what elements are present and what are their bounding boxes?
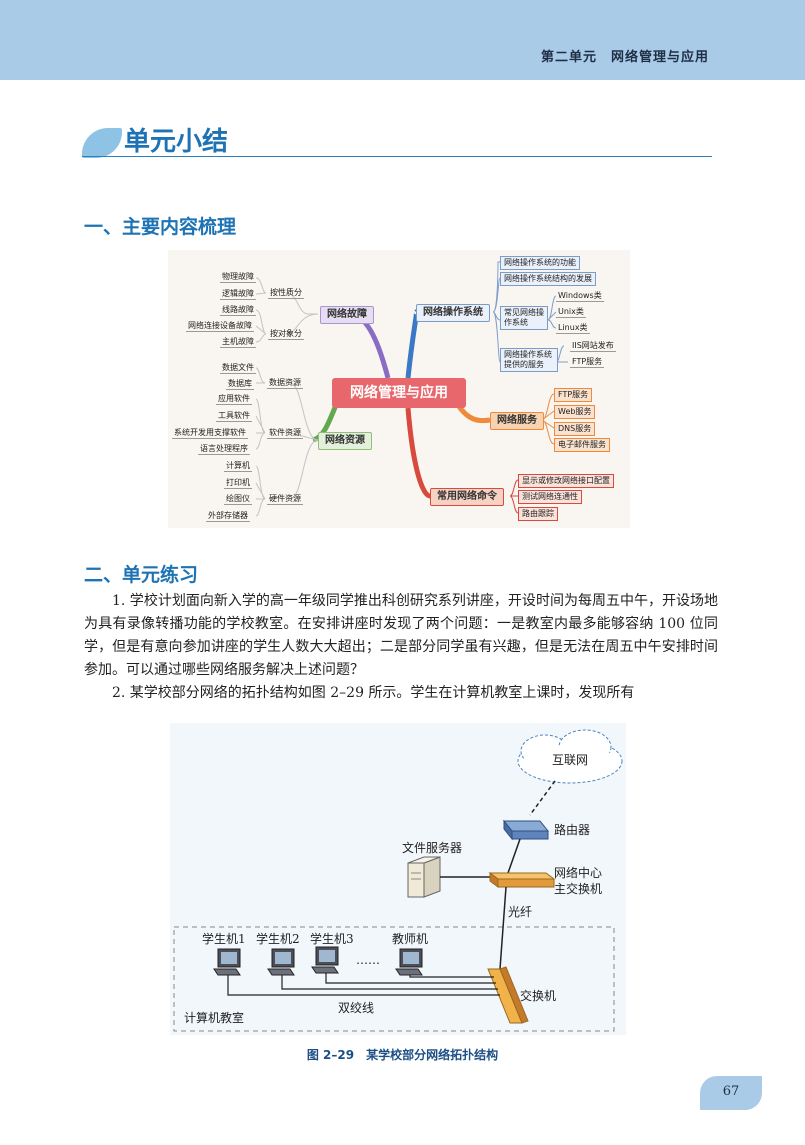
leaf-logical-fault: 逻辑故障 bbox=[220, 289, 256, 300]
leaf-linux: Linux类 bbox=[556, 323, 590, 334]
label-file-server: 文件服务器 bbox=[402, 841, 463, 855]
leaf-web-service: Web服务 bbox=[554, 405, 596, 419]
node-software-resource: 软件资源 bbox=[267, 428, 303, 439]
node-data-resource: 数据资源 bbox=[267, 378, 303, 389]
header-title: 第二单元 网络管理与应用 bbox=[540, 50, 709, 65]
label-teacher: 教师机 bbox=[392, 932, 429, 946]
leaf-dev-support-software: 系统开发用支撑软件 bbox=[172, 428, 248, 439]
node-network-commands: 常用网络命令 bbox=[430, 488, 504, 506]
unit-title: 单元小结 bbox=[124, 127, 229, 157]
leaf-plotter: 绘图仪 bbox=[224, 494, 252, 505]
leaf-ftp-service: FTP服务 bbox=[554, 388, 593, 402]
mind-map-center: 网络管理与应用 bbox=[332, 378, 466, 408]
exercise-1: 1. 学校计划面向新入学的高一年级同学推出科创研究系列讲座，开设时间为每周五中午… bbox=[84, 593, 718, 678]
pc-icon-teacher bbox=[395, 948, 423, 976]
leaf-physical-fault: 物理故障 bbox=[220, 272, 256, 283]
node-network-resource: 网络资源 bbox=[318, 432, 372, 450]
node-common-os: 常见网络操作系统 bbox=[500, 306, 548, 330]
topology-drawing bbox=[173, 729, 623, 1032]
node-by-object: 按对象分 bbox=[268, 329, 304, 340]
exercise-2: 2. 某学校部分网络的拓扑结构如图 2–29 所示。学生在计算机教室上课时，发现… bbox=[112, 685, 635, 701]
leaf-ipconfig: 显示或修改网络接口配置 bbox=[518, 474, 614, 488]
node-os-structure: 网络操作系统结构的发展 bbox=[500, 272, 596, 286]
page-header: 第二单元 网络管理与应用 bbox=[0, 0, 805, 80]
label-student-2: 学生机2 bbox=[256, 932, 300, 946]
leaf-database: 数据库 bbox=[226, 379, 254, 390]
node-network-fault: 网络故障 bbox=[320, 306, 374, 324]
leaf-tracert: 路由跟踪 bbox=[518, 507, 558, 521]
leaf-language-processor: 语言处理程序 bbox=[198, 444, 250, 455]
page-number-badge bbox=[700, 1076, 762, 1110]
switch-icon bbox=[487, 966, 529, 1024]
label-student-3: 学生机3 bbox=[310, 932, 354, 946]
section-heading-exercises: 二、单元练习 bbox=[84, 564, 199, 586]
label-student-1: 学生机1 bbox=[202, 932, 246, 946]
leaf-external-storage: 外部存储器 bbox=[206, 511, 250, 522]
leaf-dns-service: DNS服务 bbox=[554, 422, 596, 436]
leaf-iis: IIS网站发布 bbox=[570, 341, 616, 352]
mind-map: 网络管理与应用 网络故障 按性质分 按对象分 物理故障 逻辑故障 线路故障 网络… bbox=[168, 250, 630, 528]
leaf-line-fault: 线路故障 bbox=[220, 305, 256, 316]
node-by-nature: 按性质分 bbox=[268, 288, 304, 299]
core-switch-icon bbox=[488, 872, 556, 888]
label-twisted-pair: 双绞线 bbox=[338, 1001, 375, 1015]
pc-icon-3 bbox=[311, 946, 339, 974]
label-ellipsis: …… bbox=[356, 953, 380, 967]
leaf-os-ftp: FTP服务 bbox=[570, 357, 605, 368]
leaf-windows: Windows类 bbox=[556, 291, 604, 302]
leaf-computer: 计算机 bbox=[224, 461, 252, 472]
leaf-device-fault: 网络连接设备故障 bbox=[186, 321, 254, 332]
router-icon bbox=[502, 819, 550, 841]
node-network-service: 网络服务 bbox=[490, 412, 544, 430]
section-heading-summary: 一、主要内容梳理 bbox=[84, 216, 237, 238]
leaf-host-fault: 主机故障 bbox=[220, 337, 256, 348]
node-network-os: 网络操作系统 bbox=[416, 304, 490, 322]
leaf-printer: 打印机 bbox=[224, 478, 252, 489]
node-hardware-resource: 硬件资源 bbox=[267, 494, 303, 505]
topology-figure: 互联网 路由器 文件服务器 网络中心主交换机 光纤 学生机1 学生机2 学生机3… bbox=[170, 723, 626, 1035]
label-internet: 互联网 bbox=[552, 753, 589, 767]
leaf-email-service: 电子邮件服务 bbox=[554, 438, 610, 452]
title-rule bbox=[82, 156, 712, 157]
leaf-unix: Unix类 bbox=[556, 307, 586, 318]
node-os-services: 网络操作系统提供的服务 bbox=[500, 348, 558, 372]
server-icon bbox=[407, 856, 441, 898]
pc-icon-1 bbox=[213, 948, 241, 976]
cloud-icon bbox=[517, 729, 623, 784]
leaf-icon bbox=[82, 128, 122, 158]
label-computer-lab: 计算机教室 bbox=[184, 1011, 245, 1025]
leaf-ping: 测试网络连通性 bbox=[518, 490, 582, 504]
leaf-tool-software: 工具软件 bbox=[216, 411, 252, 422]
label-core-switch: 网络中心主交换机 bbox=[554, 866, 603, 896]
leaf-app-software: 应用软件 bbox=[216, 394, 252, 405]
figure-caption: 图 2–29 某学校部分网络拓扑结构 bbox=[306, 1048, 499, 1062]
label-switch: 交换机 bbox=[520, 989, 557, 1003]
label-router: 路由器 bbox=[554, 823, 591, 837]
node-os-function: 网络操作系统的功能 bbox=[500, 256, 580, 270]
leaf-data-file: 数据文件 bbox=[220, 363, 256, 374]
page-number: 67 bbox=[722, 1084, 740, 1099]
pc-icon-2 bbox=[267, 948, 295, 976]
label-fiber: 光纤 bbox=[508, 905, 533, 919]
